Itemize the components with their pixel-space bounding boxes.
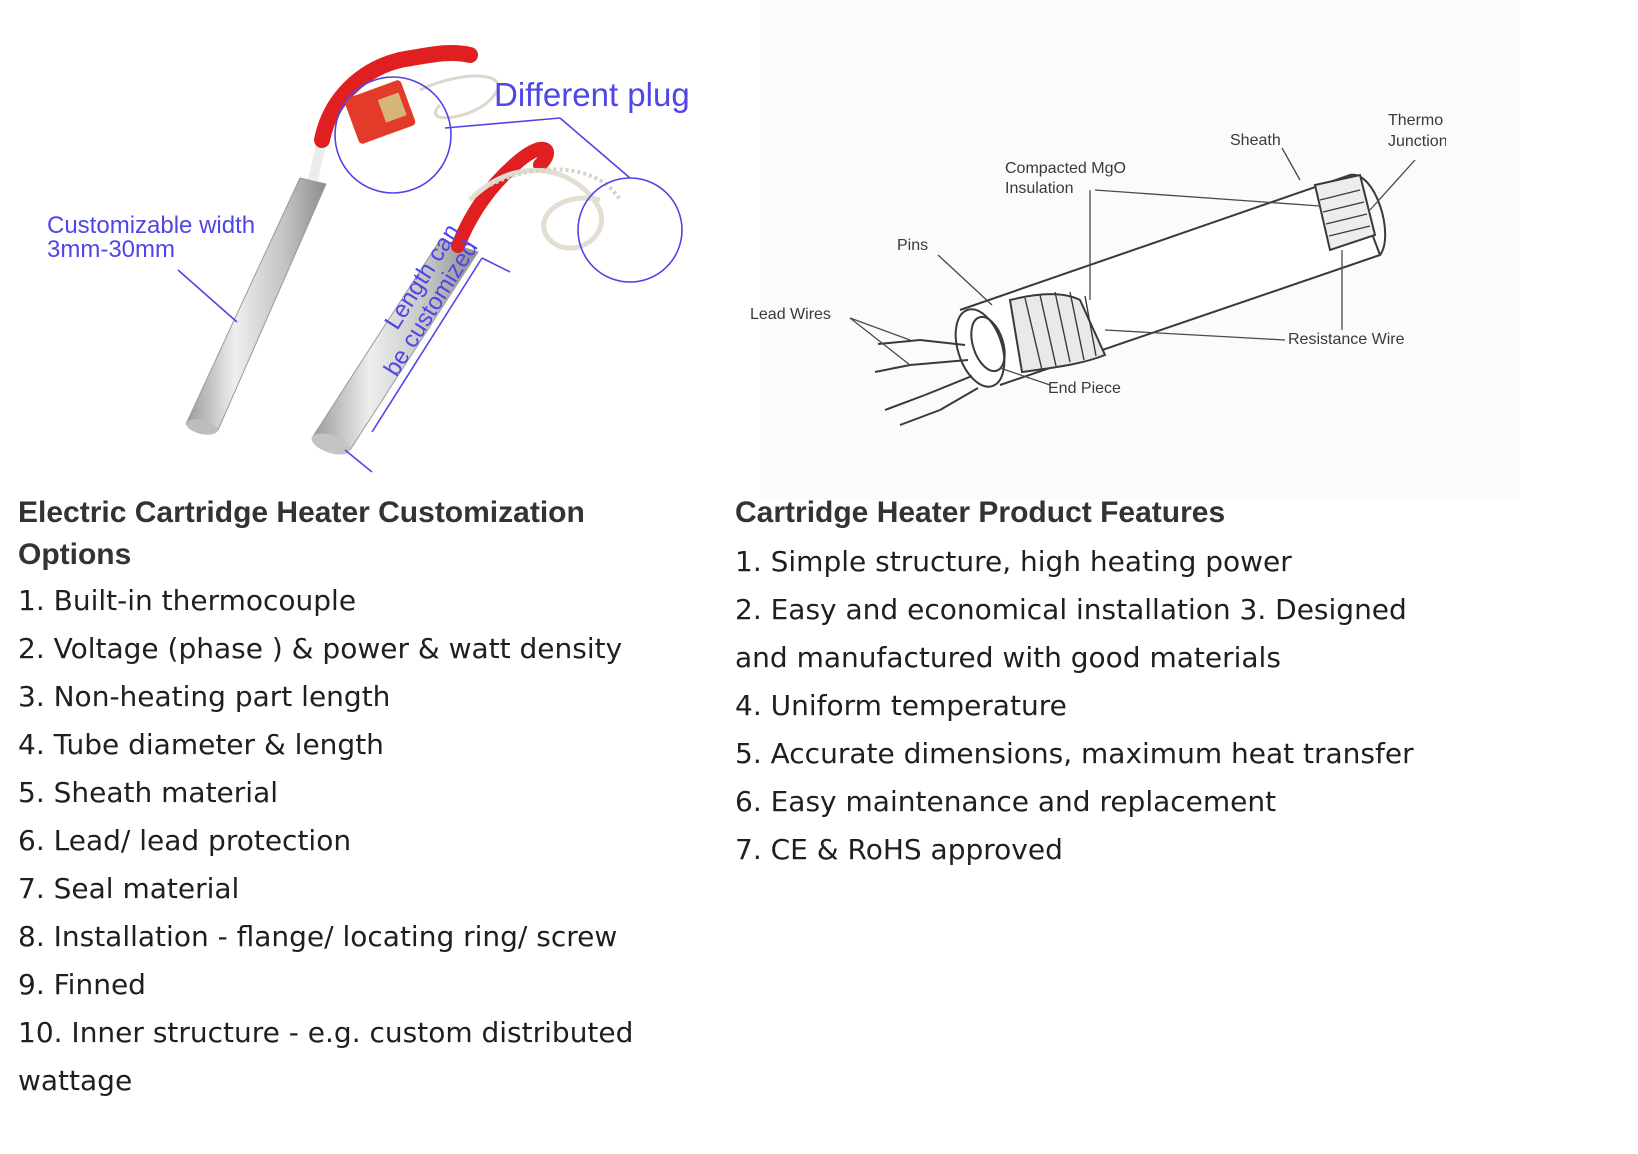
customization-column: Different plug Customizable width 3mm-30… xyxy=(0,0,730,1097)
list-item: 5. Sheath material xyxy=(18,776,279,809)
list-item: 4. Uniform temperature xyxy=(735,689,1067,722)
list-item: 10. Inner structure - e.g. custom distri… xyxy=(18,1016,634,1097)
mgo-insulation-label-2: Insulation xyxy=(1005,180,1074,197)
cutaway-illustration xyxy=(849,147,1416,426)
leader-lines xyxy=(849,147,1416,386)
thermo-junction-label-1: Thermo xyxy=(1388,112,1444,129)
cartridge-heater-illustration xyxy=(177,44,683,473)
width-range-label: 3mm-30mm xyxy=(47,236,176,263)
list-item: 2. Voltage (phase ) & power & watt densi… xyxy=(18,632,623,665)
customizable-width-label: Customizable width xyxy=(47,212,256,239)
thin-heater xyxy=(185,44,500,435)
features-list: 1. Simple structure, high heating power … xyxy=(735,538,1445,874)
list-item: 7. CE & RoHS approved xyxy=(735,833,1063,866)
list-item: 4. Tube diameter & length xyxy=(18,728,384,761)
features-column: Sheath Thermo Junction Compacted MgO Ins… xyxy=(735,0,1520,866)
lead-wires-label: Lead Wires xyxy=(750,306,831,323)
list-item: 9. Finned xyxy=(18,968,146,1001)
mgo-insulation-label-1: Compacted MgO xyxy=(1005,160,1126,177)
cartridge-heater-photo: Different plug Customizable width 3mm-30… xyxy=(0,0,730,500)
sheath-label: Sheath xyxy=(1230,132,1281,149)
thick-heater xyxy=(311,141,622,455)
list-item: 2. Easy and economical installation 3. D… xyxy=(735,593,1407,674)
list-item: 5. Accurate dimensions, maximum heat tra… xyxy=(735,737,1414,770)
different-plug-label: Different plug xyxy=(494,76,690,113)
list-item: 3. Non-heating part length xyxy=(18,680,391,713)
heater-body xyxy=(874,173,1387,426)
list-item: 8. Installation - flange/ locating ring/… xyxy=(18,920,618,953)
pins-label: Pins xyxy=(897,237,929,254)
resistance-wire-label: Resistance Wire xyxy=(1288,331,1405,348)
cartridge-heater-cutaway-diagram: Sheath Thermo Junction Compacted MgO Ins… xyxy=(750,0,1520,500)
customization-list: 1. Built-in thermocouple 2. Voltage (pha… xyxy=(18,577,718,1105)
annotation-lines xyxy=(177,76,683,473)
features-heading: Cartridge Heater Product Features xyxy=(735,496,1226,529)
list-item: 1. Simple structure, high heating power xyxy=(735,545,1292,578)
list-item: 6. Lead/ lead protection xyxy=(18,824,352,857)
list-item: 1. Built-in thermocouple xyxy=(18,584,357,617)
list-item: 6. Easy maintenance and replacement xyxy=(735,785,1277,818)
customization-heading: Electric Cartridge Heater Customization … xyxy=(18,496,585,571)
list-item: 7. Seal material xyxy=(18,872,240,905)
end-piece-label: End Piece xyxy=(1048,380,1121,397)
thermo-junction-label-2: Junction xyxy=(1388,133,1446,150)
